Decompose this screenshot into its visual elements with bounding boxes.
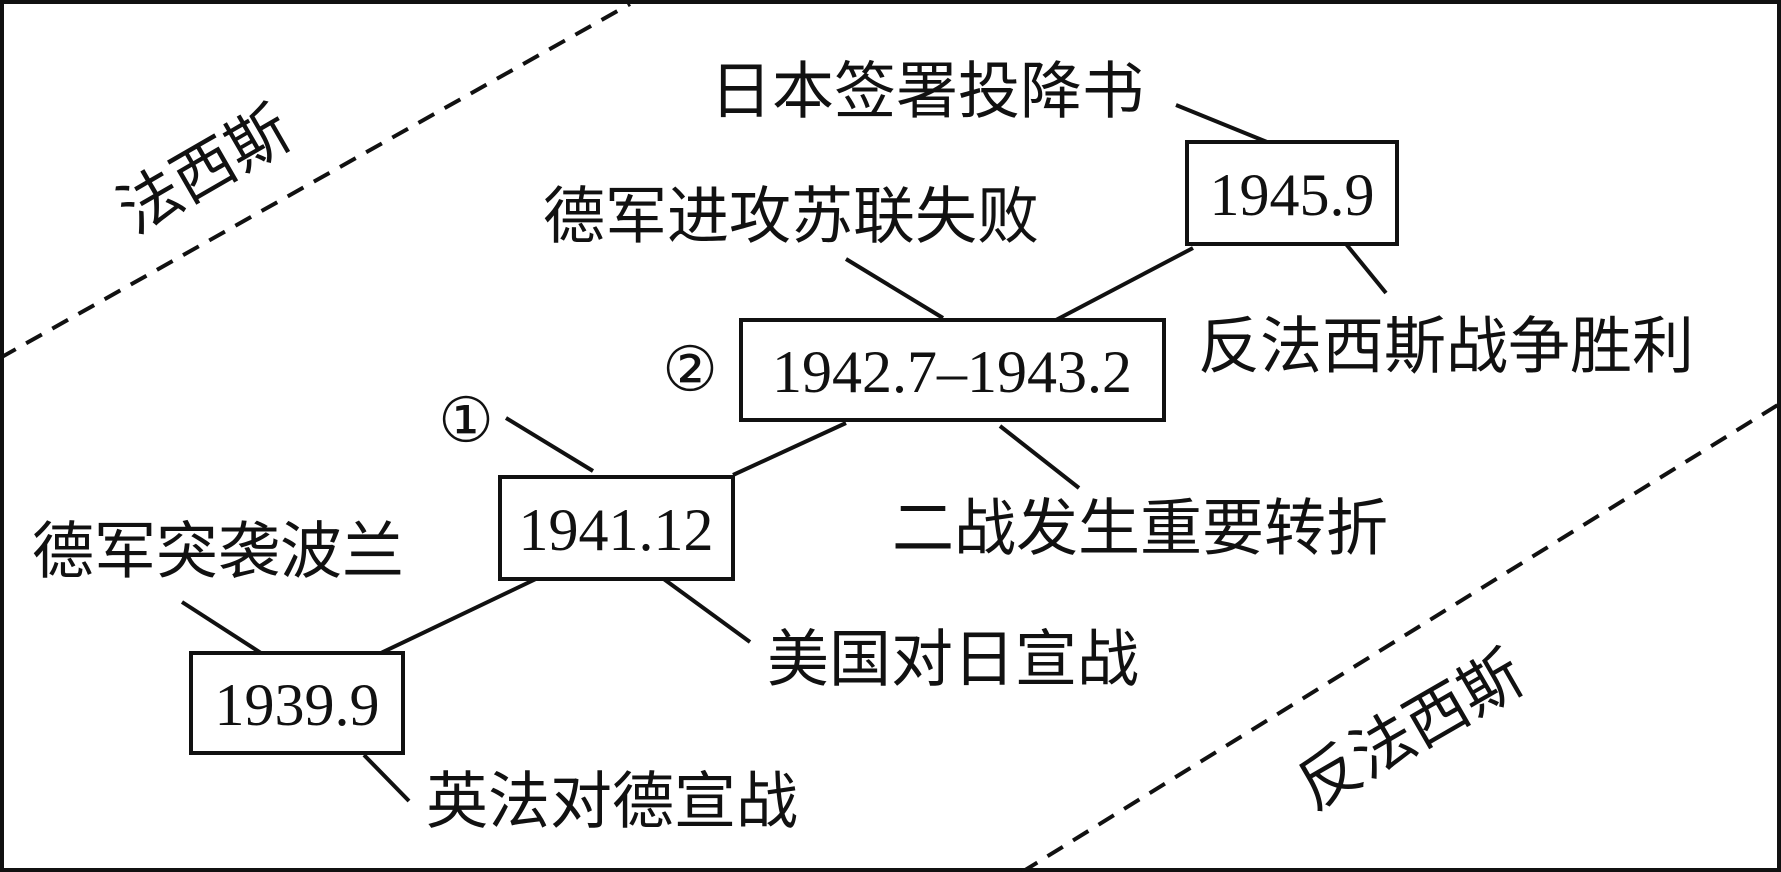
leader-line [362, 753, 411, 803]
leader-line [659, 575, 752, 644]
event-label: 二战发生重要转折 [892, 492, 1388, 565]
event-label: 英法对德宣战 [426, 765, 798, 838]
event-label: 德军进攻苏联失败 [543, 180, 1039, 253]
date-1945: 1945.9 [1210, 162, 1375, 228]
blank-marker-2: ② [662, 333, 718, 406]
leader-line [1344, 242, 1388, 295]
date-1941: 1941.12 [519, 497, 714, 563]
leader-line [998, 424, 1081, 490]
leader-line [1175, 103, 1268, 144]
event-label: 日本签署投降书 [710, 55, 1144, 128]
date-1942: 1942.7–1943.2 [772, 339, 1132, 405]
blank-marker-1: ① [438, 384, 494, 457]
date-box-1945 [1185, 140, 1399, 246]
date-1939: 1939.9 [215, 672, 380, 738]
leader-line [844, 257, 945, 320]
leader-line [504, 416, 595, 473]
event-label: 美国对日宣战 [767, 623, 1139, 696]
timeline-segment [1055, 246, 1194, 322]
event-label: 德军突袭波兰 [32, 515, 404, 588]
date-box-1939 [189, 651, 405, 755]
date-box-1942 [739, 318, 1166, 422]
timeline-segment [732, 421, 847, 477]
leader-line [180, 600, 263, 655]
event-label: 反法西斯战争胜利 [1198, 310, 1694, 383]
timeline-segment [380, 575, 541, 655]
date-box-1941 [498, 475, 735, 581]
fascist-divider [0, 2, 631, 360]
